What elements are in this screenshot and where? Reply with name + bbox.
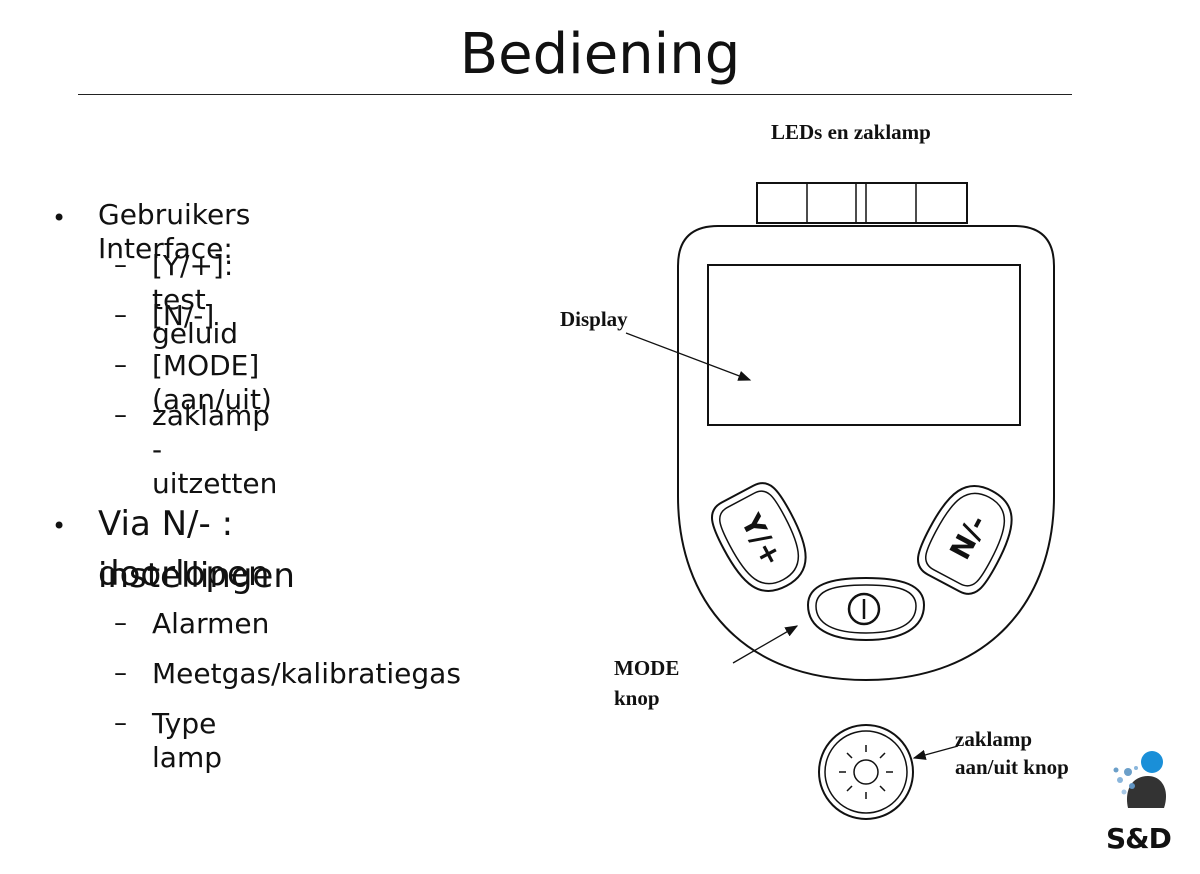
dash-marker: –: [114, 608, 127, 638]
sub-item-alarmen: Alarmen: [152, 607, 270, 640]
bullet-via-n-minus-line1: Via N/- : instellingen: [98, 504, 295, 596]
y-plus-button[interactable]: Y/+: [704, 476, 820, 604]
bullet-via-n-minus-line2: doorlopen: [98, 554, 270, 594]
dash-marker: –: [114, 658, 127, 688]
dash-marker: –: [114, 300, 127, 330]
bullet-marker: •: [52, 512, 67, 540]
slide-title: Bediening: [459, 22, 741, 87]
sub-item-n-minus: [N/-]: [152, 299, 215, 332]
sub-item-mode: [MODE] (aan/uit): [152, 349, 272, 416]
display-arrow: [625, 332, 752, 381]
mode-button[interactable]: [806, 576, 926, 642]
flashlight-arrow: [912, 745, 959, 760]
dash-marker: –: [114, 708, 127, 738]
sub-item-meetgas: Meetgas/kalibratiegas: [152, 657, 461, 690]
sub-item-y-plus: [Y/+]: test geluid: [152, 249, 239, 350]
dash-marker: –: [114, 350, 127, 380]
bullet-marker: •: [52, 204, 67, 232]
flashlight-button[interactable]: [818, 724, 914, 820]
dash-marker: –: [114, 400, 127, 430]
label-leds: LEDs en zaklamp: [771, 120, 931, 144]
sun-icon: [839, 745, 893, 799]
power-icon: [847, 592, 881, 626]
label-mode-line2: knop: [614, 686, 660, 710]
label-flashlight-line1: zaklamp: [955, 727, 1033, 751]
title-divider: [78, 94, 1072, 95]
n-minus-button[interactable]: N/-: [910, 473, 1026, 601]
label-flashlight-line2: aan/uit knop: [955, 755, 1069, 779]
mode-arrow: [732, 625, 799, 664]
sd-logo: S&D: [1106, 822, 1172, 855]
sub-item-zaklamp: zaklamp - uitzetten: [152, 399, 278, 500]
bullet-gebruikers-interface: Gebruikers Interface:: [98, 198, 251, 265]
label-mode-line1: MODE: [614, 656, 680, 680]
sd-logo-figure: [1113, 751, 1167, 808]
display-screen: [707, 264, 1021, 426]
dash-marker: –: [114, 250, 127, 280]
label-display: Display: [560, 307, 628, 331]
led-strip: [756, 182, 968, 224]
sub-item-type-lamp: Type lamp: [152, 707, 222, 774]
